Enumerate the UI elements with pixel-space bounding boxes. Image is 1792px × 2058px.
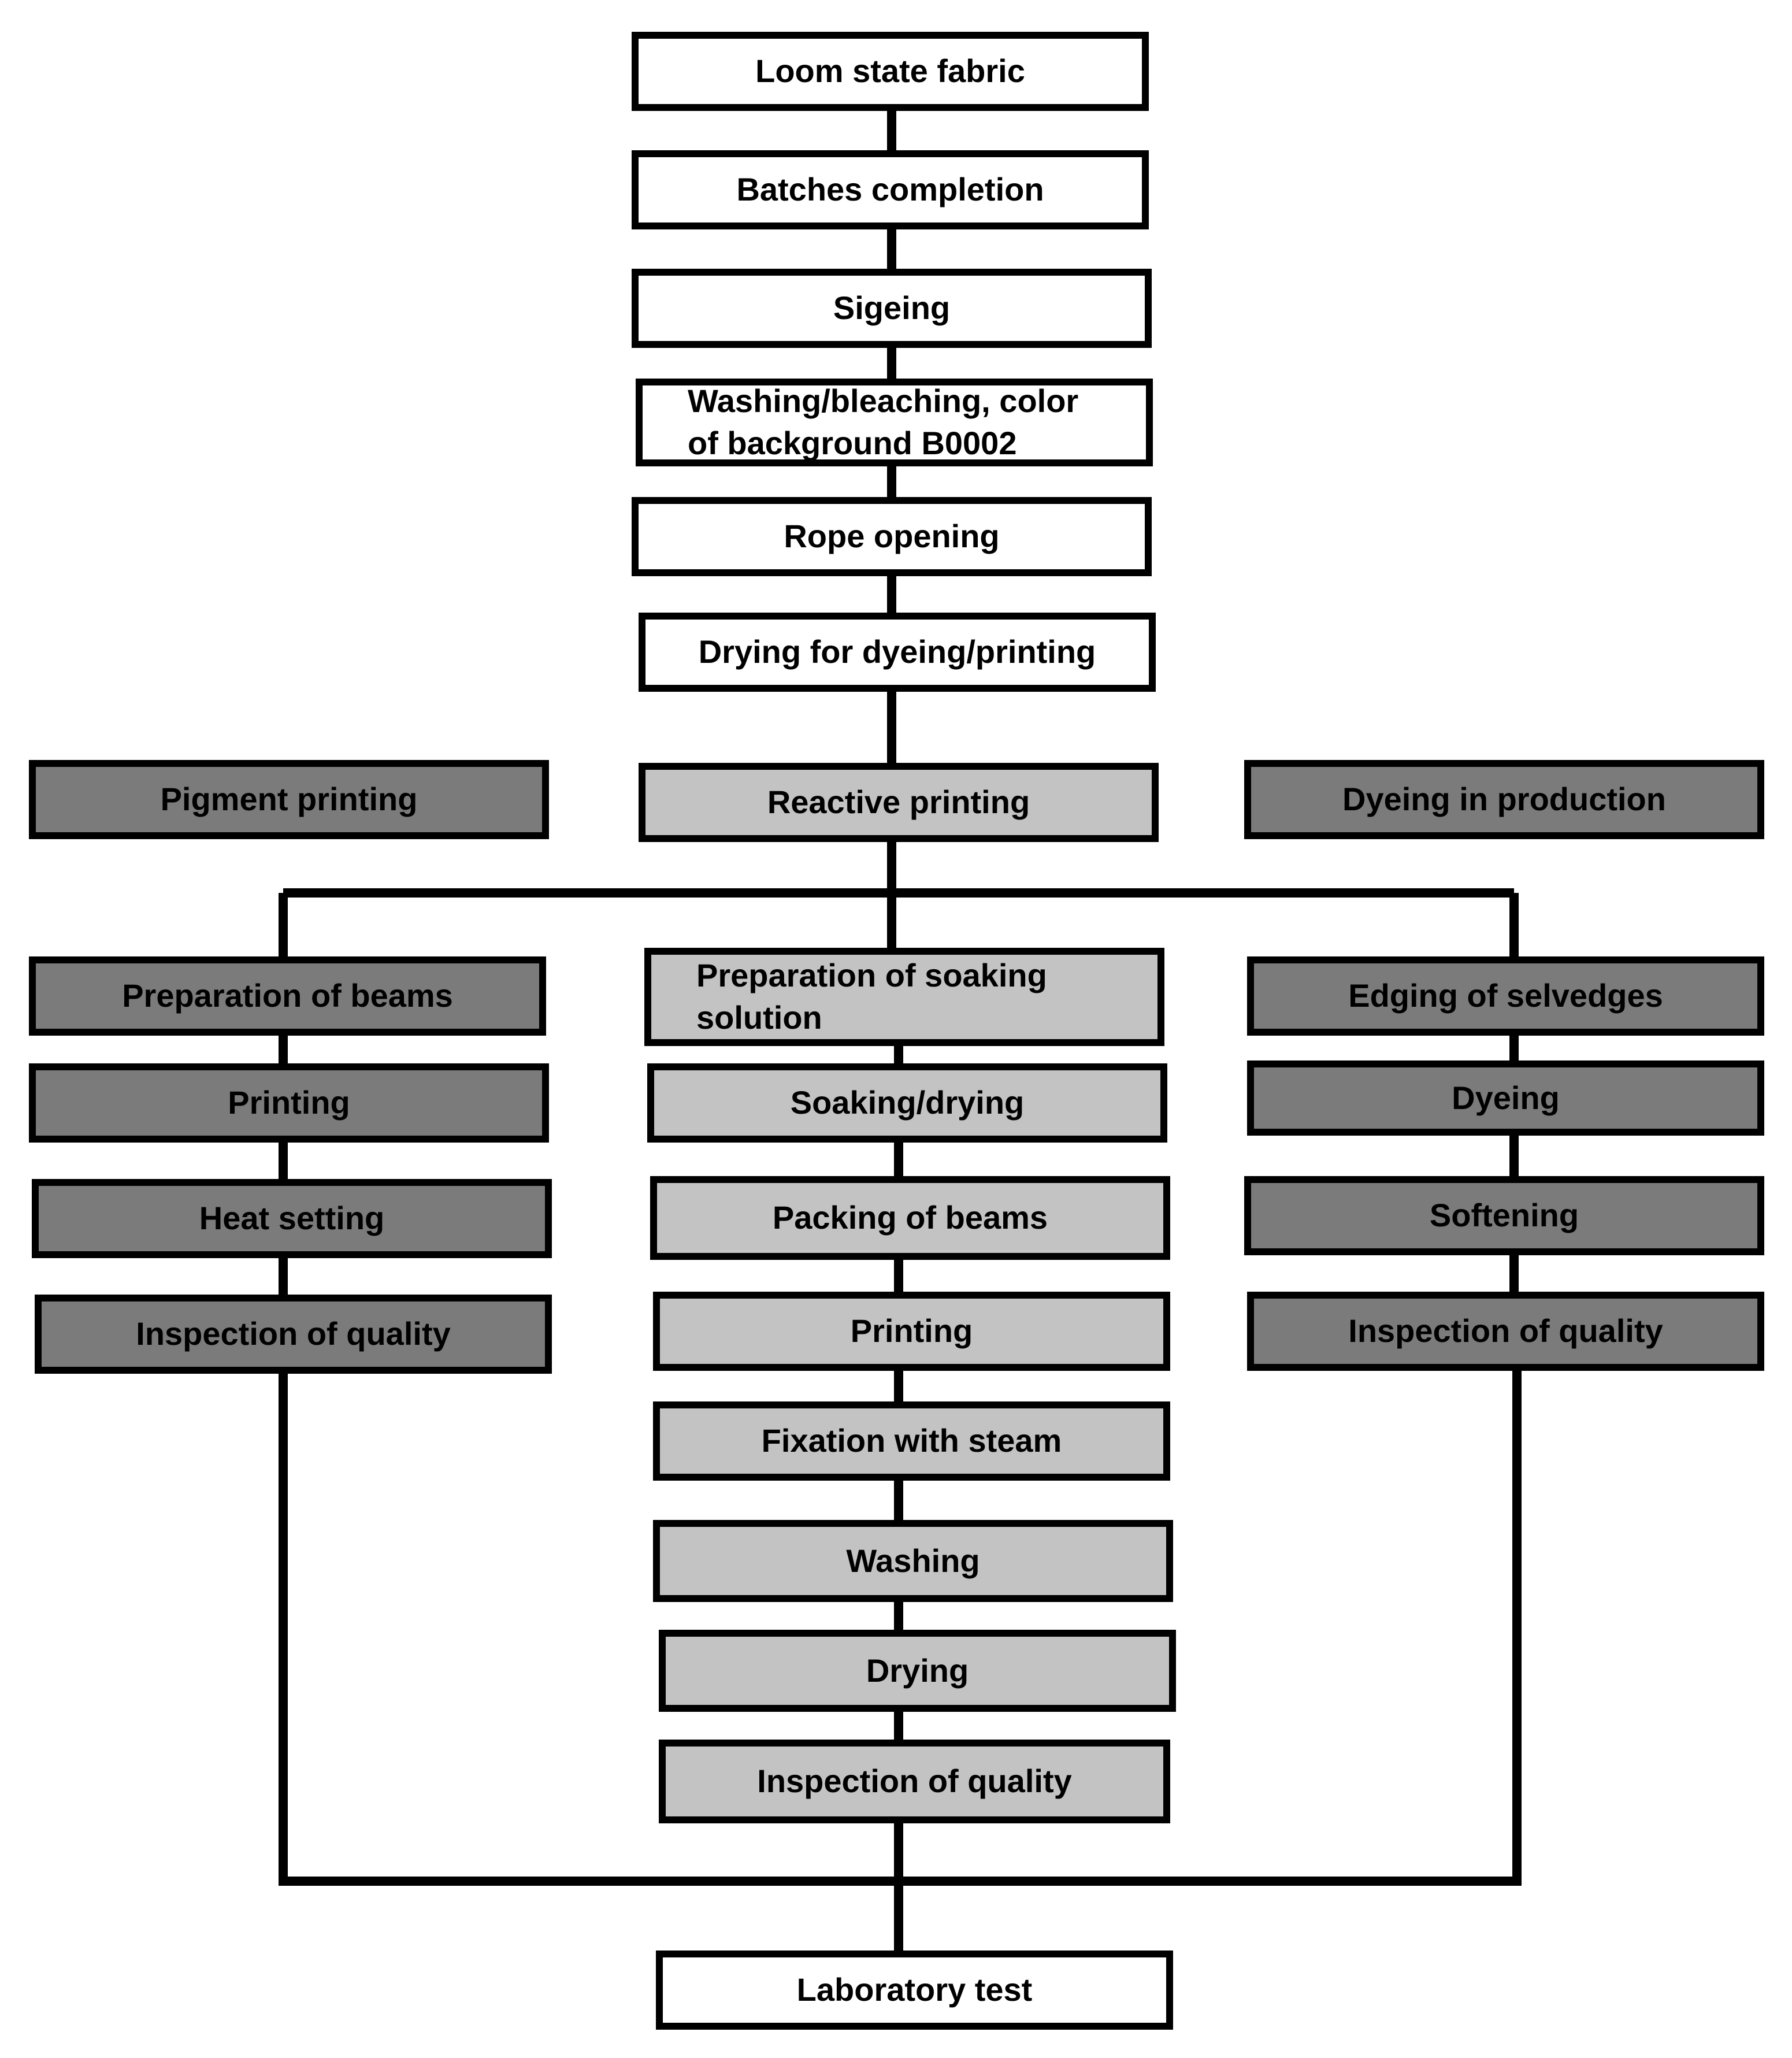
node-label: Reactive printing (767, 784, 1030, 821)
node-label: Soaking/drying (790, 1084, 1025, 1121)
node-left-heat-setting: Heat setting (32, 1179, 552, 1258)
node-center-fixation-with-steam: Fixation with steam (653, 1401, 1170, 1481)
node-label: Printing (228, 1084, 350, 1121)
node-center-printing: Printing (653, 1292, 1170, 1371)
node-label: Heat setting (199, 1200, 385, 1237)
node-laboratory-test: Laboratory test (656, 1951, 1173, 2030)
node-label: Loom state fabric (755, 53, 1025, 90)
node-label: Inspection of quality (757, 1763, 1072, 1800)
node-center-drying: Drying (659, 1630, 1176, 1712)
node-batches-completion: Batches completion (632, 150, 1149, 229)
node-right-edging-of-selvedges: Edging of selvedges (1247, 956, 1764, 1036)
node-right-inspection-of-quality: Inspection of quality (1247, 1292, 1764, 1371)
node-label: Inspection of quality (136, 1315, 451, 1352)
node-label: Inspection of quality (1348, 1312, 1663, 1349)
node-rope-opening: Rope opening (632, 497, 1152, 576)
node-pigment-printing: Pigment printing (29, 760, 549, 839)
node-loom-state-fabric: Loom state fabric (632, 32, 1149, 111)
node-center-inspection-of-quality: Inspection of quality (659, 1740, 1170, 1823)
node-left-printing: Printing (29, 1063, 549, 1143)
node-sigeing: Sigeing (632, 269, 1152, 348)
node-washing-bleaching: Washing/bleaching, color of background B… (636, 379, 1153, 466)
node-label: Rope opening (784, 518, 1000, 555)
node-label: Preparation of beams (122, 977, 453, 1014)
node-label: Drying for dyeing/printing (698, 633, 1096, 670)
node-reactive-printing: Reactive printing (639, 763, 1159, 842)
node-center-washing: Washing (653, 1520, 1173, 1602)
node-center-soaking-drying: Soaking/drying (647, 1063, 1167, 1143)
node-label: Edging of selvedges (1348, 977, 1663, 1014)
node-center-preparation-of-soaking-solution: Preparation of soaking solution (644, 948, 1164, 1046)
node-label: Drying (866, 1652, 969, 1689)
node-right-dyeing: Dyeing (1247, 1060, 1764, 1136)
node-label: Sigeing (833, 290, 951, 327)
node-left-preparation-of-beams: Preparation of beams (29, 956, 546, 1036)
node-label: Softening (1429, 1197, 1579, 1234)
node-label-line1: Washing/bleaching, color (688, 383, 1079, 420)
node-label: Batches completion (736, 171, 1044, 208)
node-dyeing-in-production: Dyeing in production (1244, 760, 1764, 839)
node-label: Laboratory test (796, 1971, 1033, 2008)
node-label-line2: solution (696, 999, 822, 1036)
node-right-softening: Softening (1244, 1176, 1764, 1255)
node-left-inspection-of-quality: Inspection of quality (35, 1295, 552, 1374)
node-label: Dyeing in production (1342, 781, 1666, 818)
node-label: Dyeing (1452, 1079, 1560, 1116)
node-center-packing-of-beams: Packing of beams (650, 1176, 1170, 1260)
node-label: Pigment printing (160, 781, 418, 818)
node-label: Fixation with steam (761, 1422, 1062, 1459)
node-label-line2: of background B0002 (688, 425, 1017, 461)
node-label: Washing (846, 1542, 980, 1579)
node-label: Packing of beams (772, 1199, 1048, 1236)
node-label: Printing (850, 1312, 973, 1349)
node-label-line1: Preparation of soaking (696, 957, 1047, 994)
node-drying-for-dyeing-printing: Drying for dyeing/printing (639, 613, 1156, 692)
